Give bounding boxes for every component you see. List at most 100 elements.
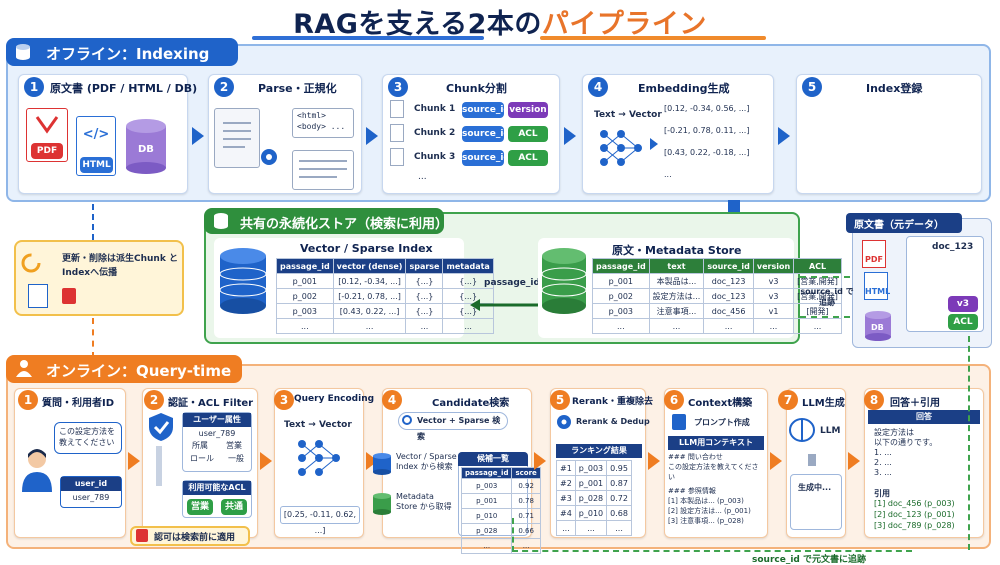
dashed-link bbox=[512, 550, 912, 552]
arrow-right-icon bbox=[564, 127, 576, 145]
vector-db-icon bbox=[218, 246, 268, 316]
dashed-link bbox=[92, 204, 94, 240]
lock-icon bbox=[136, 529, 148, 542]
arrow-right-icon bbox=[128, 452, 140, 470]
step-number: 4 bbox=[382, 390, 402, 410]
chunk-label: Chunk 3 bbox=[414, 152, 456, 162]
generating-text: 生成中... bbox=[798, 483, 832, 492]
offline-step-5 bbox=[796, 74, 982, 194]
arrow-down-icon bbox=[728, 200, 740, 214]
database-icon bbox=[212, 212, 230, 230]
gear-icon bbox=[258, 146, 280, 168]
store-header: 共有の永続化ストア（検索に利用） bbox=[204, 208, 448, 234]
step-label: 認証・ACL Filter bbox=[168, 398, 254, 409]
neural-network-icon bbox=[598, 126, 644, 170]
code-box: <html> <body> ... bbox=[292, 108, 354, 138]
document-icon bbox=[28, 284, 48, 308]
gear-icon bbox=[556, 414, 572, 430]
step-number: 1 bbox=[18, 390, 38, 410]
step-number: 3 bbox=[388, 77, 408, 97]
answer-title: 回答 bbox=[868, 410, 980, 424]
version-tag: v3 bbox=[948, 296, 978, 312]
step-label: Index登録 bbox=[866, 82, 923, 95]
query-vector: [0.25, -0.11, 0.62, ...] bbox=[280, 506, 360, 535]
step-number: 7 bbox=[778, 390, 798, 410]
step-number: 5 bbox=[550, 390, 570, 410]
llm-label: LLM bbox=[820, 426, 841, 436]
metadata-fetch-text: Metadata Store から取得 bbox=[396, 492, 452, 511]
candidate-list-title: 候補一覧 bbox=[458, 452, 528, 466]
arrow-right-icon bbox=[770, 452, 782, 470]
person-icon bbox=[20, 448, 54, 492]
vector-value: [-0.21, 0.78, 0.11, ...] bbox=[664, 126, 750, 135]
auth-note bbox=[130, 526, 250, 546]
step-label: Candidate検索 bbox=[432, 398, 510, 409]
vector-index-title: Vector / Sparse Index bbox=[300, 242, 433, 255]
answer-body: 設定方法は以下の通りです。1. ...2. ...3. ... bbox=[874, 428, 938, 477]
step-number: 4 bbox=[588, 77, 608, 97]
step-label: 回答＋引用 bbox=[890, 398, 940, 409]
html-icon: </> HTML bbox=[76, 116, 116, 176]
step-number: 3 bbox=[274, 390, 294, 410]
step-number: 1 bbox=[24, 77, 44, 97]
filter-down-arrow bbox=[156, 446, 162, 486]
acl-tag: ACL bbox=[948, 314, 978, 330]
step-label: Chunk分割 bbox=[446, 82, 507, 95]
rerank-label: Rerank & Dedup bbox=[576, 417, 650, 426]
citation-title: 引用 bbox=[874, 489, 890, 498]
arrow-right-icon bbox=[848, 452, 860, 470]
user-attr-box: ユーザー属性 user_789 所属営業 ロール一般 bbox=[182, 412, 252, 472]
text-to-vector-label: Text → Vector bbox=[594, 110, 662, 120]
arrow-right-icon bbox=[648, 452, 660, 470]
passage-id-link: passage_id bbox=[484, 278, 540, 288]
dashed-link bbox=[92, 318, 94, 358]
arrow-right-icon bbox=[260, 452, 272, 470]
dashed-link bbox=[800, 276, 850, 278]
ellipsis: ... bbox=[664, 170, 672, 179]
auth-note-text: 認可は検索前に適用 bbox=[154, 533, 236, 543]
chunk-icon bbox=[390, 124, 404, 142]
step-label: 原文書 (PDF / HTML / DB) bbox=[50, 82, 198, 95]
step-label: 質問・利用者ID bbox=[42, 398, 115, 409]
search-icon bbox=[402, 415, 412, 425]
tag: source_id bbox=[462, 126, 510, 142]
online-step-6 bbox=[664, 388, 768, 538]
tag: source_id bbox=[462, 102, 510, 118]
shield-check-icon bbox=[148, 412, 174, 442]
ellipsis: ... bbox=[418, 172, 427, 182]
chunk-icon bbox=[390, 100, 404, 118]
brain-icon bbox=[788, 416, 816, 444]
metadata-store-title: 原文・Metadata Store bbox=[612, 244, 742, 257]
sync-text: 更新・削除は派生Chunk とIndexへ伝播 bbox=[62, 254, 178, 278]
search-box: Vector + Sparse 検索 bbox=[398, 412, 508, 441]
online-header: オンライン：Query-time bbox=[6, 355, 242, 383]
title-underline-blue bbox=[252, 36, 484, 40]
pdf-icon: PDF bbox=[26, 108, 68, 162]
tag: version bbox=[508, 102, 548, 118]
acl-box: 利用可能なACL 営業共通 bbox=[182, 480, 252, 518]
tag: source_id bbox=[462, 150, 510, 166]
normalized-doc bbox=[292, 150, 354, 190]
pdf-icon: PDF bbox=[862, 240, 886, 268]
step-label: Rerank・重複除去 bbox=[572, 397, 653, 407]
citation-list: [1] doc_456 (p_003)[2] doc_123 (p_001)[3… bbox=[874, 499, 955, 530]
refresh-icon bbox=[20, 252, 42, 274]
arrow-right-icon bbox=[534, 452, 546, 470]
step-number: 5 bbox=[802, 77, 822, 97]
source-docs-title: 原文書（元データ） bbox=[846, 213, 962, 233]
neural-network-icon bbox=[296, 436, 342, 480]
arrow-down-icon bbox=[808, 454, 816, 466]
db-icon: DB bbox=[864, 310, 892, 342]
doc-id: doc_123 bbox=[932, 242, 974, 252]
metadata-db-icon bbox=[540, 246, 588, 316]
dashed-link bbox=[512, 518, 514, 552]
question-bubble: この設定方法を教えてください bbox=[54, 422, 122, 454]
trace-note: source_id で元文書に追跡 bbox=[752, 555, 866, 565]
step-number: 6 bbox=[664, 390, 684, 410]
db-icon: DB bbox=[124, 118, 168, 174]
step-number: 8 bbox=[864, 390, 884, 410]
trash-icon bbox=[62, 288, 76, 304]
